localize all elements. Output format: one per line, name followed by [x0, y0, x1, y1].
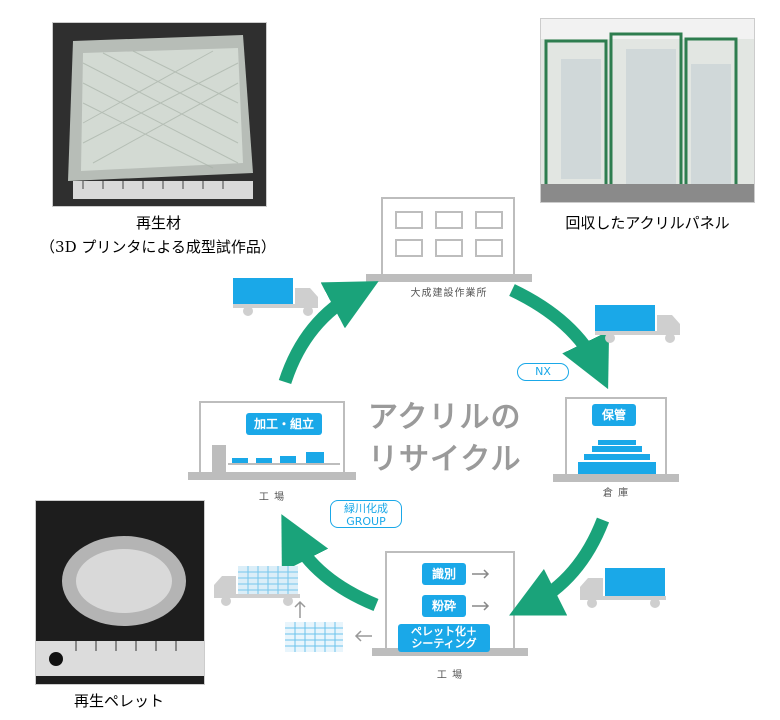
arrow-warehouse-to-factory [509, 517, 610, 616]
cycle-arrows [278, 281, 610, 616]
collected-panels-caption: 回収したアクリルパネル [565, 214, 730, 232]
truck-top-left [233, 278, 318, 316]
office-building [366, 197, 532, 282]
midorikawa-name: 緑川化成 [344, 502, 388, 515]
taisei-office-label: 大成建設作業所 [410, 288, 488, 299]
collected-panels-photo [540, 18, 755, 203]
recycled-pellets-photo [35, 500, 205, 685]
recycled-material-subcaption: （3D プリンタによる成型試作品） [40, 238, 276, 256]
midorikawa-group: GROUP [346, 515, 386, 528]
pellet-block [285, 622, 343, 652]
recycled-material-caption: 再生材 [135, 214, 181, 232]
crush-box: 粉砕 [422, 595, 466, 617]
recycled-pellets-image [36, 501, 204, 684]
small-flow-arrows [294, 600, 372, 642]
midorikawa-badge: 緑川化成 GROUP [330, 500, 402, 528]
truck-bottom-left [214, 566, 300, 606]
recycled-material-photo [52, 22, 267, 207]
truck-top-right [595, 305, 680, 343]
pellet-sheeting-line1: ペレット化＋ [411, 625, 477, 638]
arrow-factory-to-factory [281, 514, 379, 612]
warehouse-label: 倉 庫 [602, 488, 630, 499]
left-factory-label: 工 場 [258, 492, 286, 503]
recycled-material-image [53, 23, 266, 206]
identify-box: 識別 [422, 563, 466, 585]
assembly-box: 加工・組立 [246, 413, 322, 435]
bottom-factory-label: 工 場 [436, 670, 464, 681]
truck-bottom-right [580, 568, 666, 608]
center-title-line2: リサイクル [368, 442, 522, 477]
pellet-sheeting-box: ペレット化＋ シーティング [398, 624, 490, 652]
center-title-line1: アクリルの [368, 400, 522, 435]
nx-badge: NX [517, 363, 569, 381]
pellet-sheeting-line2: シーティング [411, 637, 477, 650]
storage-box: 保管 [592, 404, 636, 426]
arrow-factory-to-office [278, 281, 379, 385]
recycled-pellets-caption: 再生ペレット [73, 692, 164, 710]
collected-panels-image [541, 19, 754, 202]
arrow-office-to-warehouse [509, 284, 610, 390]
